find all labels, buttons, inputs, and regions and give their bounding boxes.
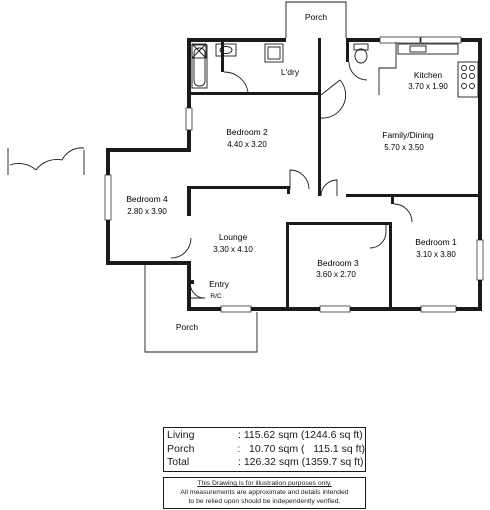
bedroom4-label: Bedroom 4 xyxy=(126,194,168,204)
area-label: Porch xyxy=(167,442,195,455)
porch-bottom-outline xyxy=(144,264,258,353)
area-summary-table: Living : 115.62 sqm (1244.6 sq ft) Porch… xyxy=(163,427,366,472)
bedroom3-dims: 3.60 x 2.70 xyxy=(316,270,356,279)
porch-top-outline xyxy=(285,1,347,38)
laundry-label: L'dry xyxy=(281,67,300,77)
area-label: Total xyxy=(167,456,190,468)
toilet-icon xyxy=(353,43,369,64)
area-row-porch: Porch : 10.70 sqm ( 115.1 sq ft) xyxy=(167,443,365,457)
disclaimer-box: This Drawing is for illustration purpose… xyxy=(163,477,366,509)
disclaimer-line-3: to be relied upon should be independentl… xyxy=(188,498,341,505)
area-value: : 126.32 sqm (1359.7 sq ft) xyxy=(238,456,364,468)
disclaimer-line-1: This Drawing is for illustration purpose… xyxy=(197,480,332,487)
disclaimer-line-2: All measurements are approximate and det… xyxy=(180,489,349,496)
area-value: : 115.62 sqm (1244.6 sq ft) xyxy=(238,429,363,441)
shower-icon xyxy=(191,43,207,59)
porch-top-label: Porch xyxy=(305,12,327,22)
kitchen-label: Kitchen xyxy=(414,70,443,80)
bedroom2-dims: 4.40 x 3.20 xyxy=(227,140,267,149)
bedroom2-label: Bedroom 2 xyxy=(226,127,268,137)
lounge-label: Lounge xyxy=(219,232,248,242)
door-swing-icon xyxy=(7,61,413,299)
bedroom4-dims: 2.80 x 3.90 xyxy=(127,207,167,216)
family-label: Family/Dining xyxy=(382,130,434,140)
bedroom1-dims: 3.10 x 3.80 xyxy=(416,250,456,259)
bedroom1-label: Bedroom 1 xyxy=(415,237,457,247)
lounge-dims: 3.30 x 4.10 xyxy=(213,245,253,254)
floor-plan: Porch L'dry Kitchen 3.70 x 1.90 Bedroom … xyxy=(7,1,484,353)
stove-icon xyxy=(378,42,479,98)
area-value: : 10.70 sqm ( 115.1 sq ft) xyxy=(237,442,365,455)
sink-icon xyxy=(215,43,284,63)
area-row-living: Living : 115.62 sqm (1244.6 sq ft) xyxy=(167,429,365,443)
interior-walls xyxy=(187,38,478,311)
entry-label: Entry xyxy=(209,279,230,289)
area-label: Living xyxy=(167,429,195,441)
kitchen-dims: 3.70 x 1.90 xyxy=(408,82,448,91)
bathtub-icon xyxy=(191,44,208,89)
bedroom3-label: Bedroom 3 xyxy=(317,258,359,268)
area-row-total: Total : 126.32 sqm (1359.7 sq ft) xyxy=(167,456,365,470)
porch-bottom-label: Porch xyxy=(176,322,198,332)
entry-note: R/C xyxy=(210,293,222,300)
windows xyxy=(104,36,484,313)
family-dims: 5.70 x 3.50 xyxy=(384,143,424,152)
